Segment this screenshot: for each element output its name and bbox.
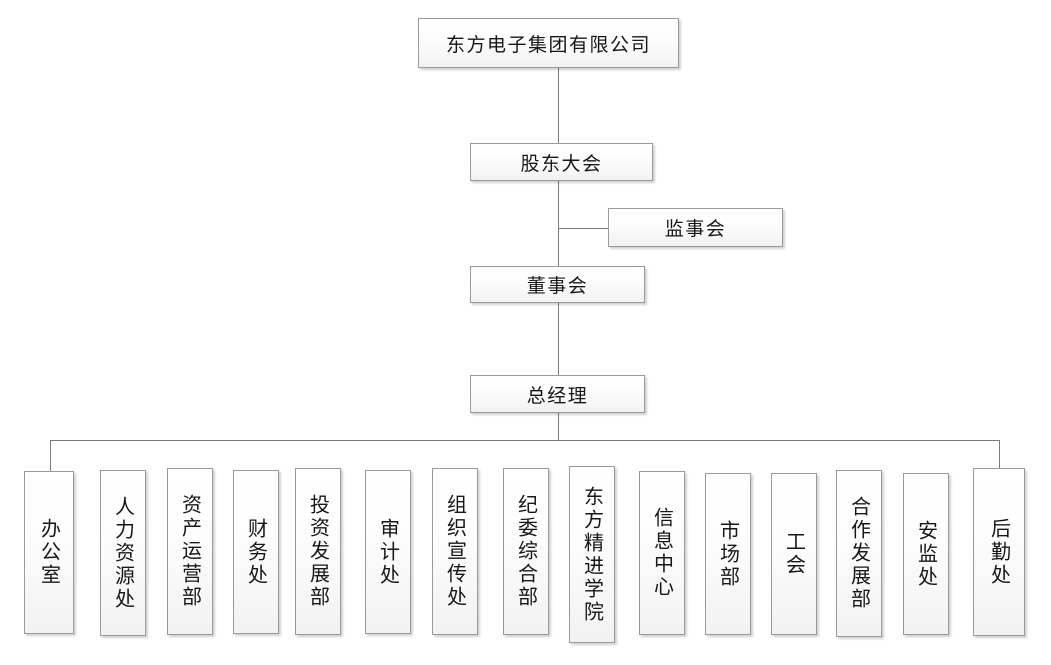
node-label-department-investment-development: 投资发展部 [306,494,331,609]
node-label-department-finance: 财务处 [244,517,269,587]
node-label-department-organization-publicity: 组织宣传处 [443,494,468,609]
node-general-manager[interactable]: 总经理 [470,375,645,413]
node-board-of-supervisors[interactable]: 监事会 [608,208,783,247]
node-department-finance[interactable]: 财务处 [233,470,279,634]
node-department-dongfang-academy[interactable]: 东方精进学院 [569,466,615,643]
node-label-board-of-directors: 董事会 [526,275,589,297]
node-department-asset-operations[interactable]: 资产运营部 [167,468,213,635]
node-label-department-dongfang-academy: 东方精进学院 [580,485,605,624]
node-label-department-asset-operations: 资产运营部 [178,494,203,609]
node-department-information-center[interactable]: 信息中心 [639,471,685,635]
node-label-department-cooperation-development: 合作发展部 [847,496,872,611]
node-department-cooperation-development[interactable]: 合作发展部 [836,470,882,637]
node-label-department-office: 办公室 [37,518,62,587]
node-label-department-marketing: 市场部 [716,519,741,589]
node-department-organization-publicity[interactable]: 组织宣传处 [432,468,478,635]
connector-bus-drop-first [50,440,51,471]
connector-general-manager-stem [558,413,559,440]
connector-bus-drop-last [999,440,1000,468]
node-label-shareholders-meeting: 股东大会 [520,152,603,175]
node-department-audit[interactable]: 审计处 [365,470,411,634]
connector-shareholders-to-directors [558,181,559,266]
node-department-human-resources[interactable]: 人力资源处 [100,470,146,636]
node-label-general-manager: 总经理 [526,384,589,407]
node-department-office[interactable]: 办公室 [24,471,74,634]
node-label-department-labor-union: 工会 [782,531,807,577]
node-label-department-logistics: 后勤处 [987,517,1012,587]
node-department-logistics[interactable]: 后勤处 [973,468,1025,636]
connector-root-to-shareholders [558,68,559,143]
node-label-company-root: 东方电子集团有限公司 [445,33,651,56]
node-company-root[interactable]: 东方电子集团有限公司 [418,18,679,68]
node-department-safety-supervision[interactable]: 安监处 [903,473,949,635]
node-label-board-of-supervisors: 监事会 [664,218,727,240]
connector-supervisors-branch [558,228,608,229]
connector-department-bus [50,440,999,441]
node-department-marketing[interactable]: 市场部 [705,473,751,635]
node-label-department-information-center: 信息中心 [650,507,675,599]
connector-directors-to-general-manager [558,303,559,375]
node-department-discipline-inspection[interactable]: 纪委综合部 [503,468,549,635]
node-label-department-safety-supervision: 安监处 [914,519,939,589]
node-department-labor-union[interactable]: 工会 [771,473,817,635]
node-department-investment-development[interactable]: 投资发展部 [295,468,341,635]
node-shareholders-meeting[interactable]: 股东大会 [470,143,653,181]
node-label-department-human-resources: 人力资源处 [111,495,136,611]
node-label-department-audit: 审计处 [376,517,401,587]
node-label-department-discipline-inspection: 纪委综合部 [514,494,539,609]
node-board-of-directors[interactable]: 董事会 [470,266,645,303]
